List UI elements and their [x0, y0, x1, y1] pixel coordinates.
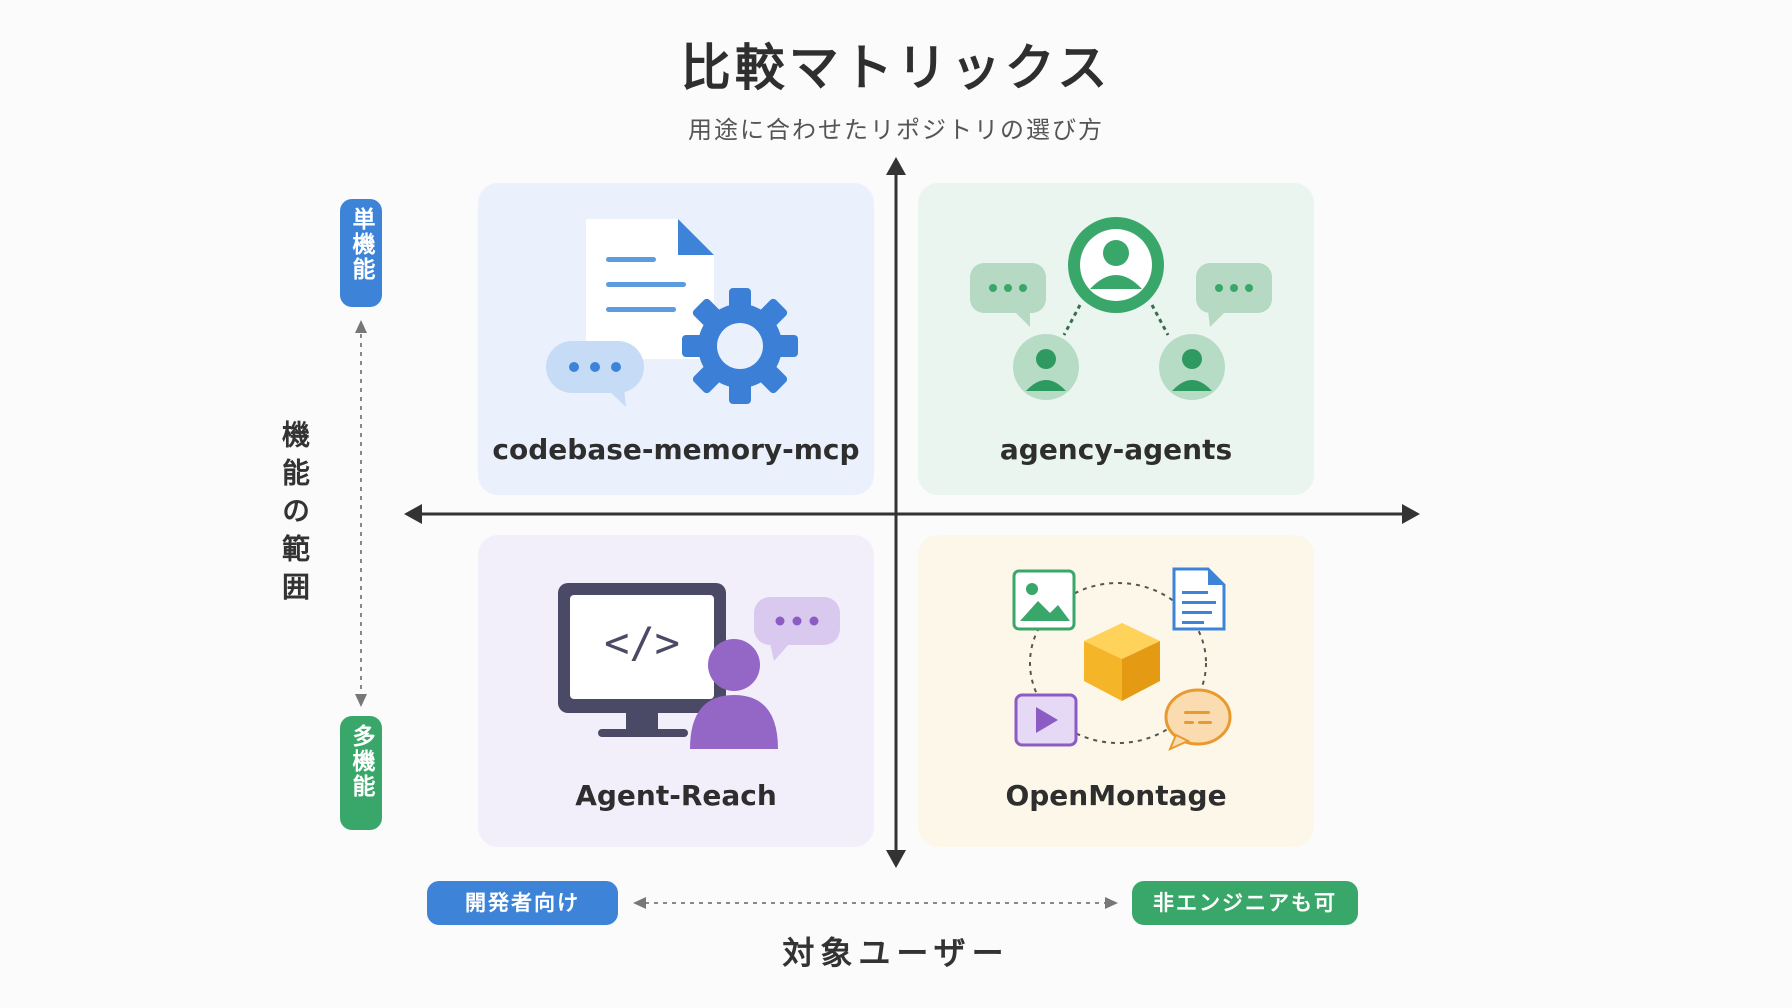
horizontal-scale-arrow-right [1105, 897, 1118, 909]
codebase-memory-icon-group [546, 219, 798, 407]
vertical-scale-arrow-top [355, 320, 367, 333]
chat-bubble-icon [1164, 688, 1232, 751]
quadrant-label-codebase-memory-mcp: codebase-memory-mcp [492, 433, 860, 466]
agent-reach-icon-group: </> [558, 583, 840, 749]
video-icon [1014, 693, 1078, 747]
vertical-axis-label-text: 機能の範囲 [278, 420, 311, 610]
chat-bubble-icon [546, 341, 644, 407]
monitor-code-icon: </> [558, 583, 726, 737]
cube-icon [1084, 623, 1160, 701]
openmontage-icon-group [1012, 567, 1232, 751]
quadrant-label-agency-agents: agency-agents [999, 433, 1233, 466]
non-engineer-pill: 非エンジニアも可 [1132, 881, 1358, 925]
horizontal-scale-arrow-left [633, 897, 646, 909]
user-icon [690, 639, 778, 749]
quadrant-agent-reach: </> Agent-Reach [478, 535, 874, 847]
single-function-pill: 単機能 [340, 199, 382, 307]
chat-bubble-icon-left [970, 263, 1046, 327]
page-subtitle: 用途に合わせたリポジトリの選び方 [688, 116, 1104, 144]
document-icon [1172, 567, 1226, 631]
vertical-axis-label: 機能の範囲 [274, 420, 314, 620]
developer-pill: 開発者向け [427, 881, 618, 925]
horizontal-axis-label: 対象ユーザー [782, 934, 1010, 972]
document-icon [586, 219, 714, 359]
gear-icon [682, 288, 798, 404]
orbit-ring [1029, 582, 1207, 744]
horizontal-axis-arrow-right [1402, 504, 1420, 524]
quadrant-agency-agents: agency-agents [918, 183, 1314, 495]
page-title: 比較マトリックス [680, 39, 1112, 97]
multi-function-pill: 多機能 [340, 716, 382, 830]
image-icon [1012, 569, 1076, 631]
single-function-pill-text: 単機能 [348, 207, 374, 282]
vertical-scale-arrow-bottom [355, 694, 367, 707]
quadrant-openmontage: OpenMontage [918, 535, 1314, 847]
chat-bubble-icon-right [1196, 263, 1272, 327]
quadrant-label-openmontage: OpenMontage [1005, 779, 1227, 812]
agency-agents-icon-group [970, 217, 1272, 400]
quadrant-codebase-memory-mcp: codebase-memory-mcp [478, 183, 874, 495]
horizontal-axis-arrow-left [404, 504, 422, 524]
chat-bubble-icon [754, 597, 840, 661]
vertical-axis-arrow-bottom [886, 850, 906, 868]
multi-function-pill-text: 多機能 [348, 724, 374, 799]
code-symbol-text: </> [604, 618, 680, 667]
user-network-icon [1013, 217, 1225, 400]
quadrant-label-agent-reach: Agent-Reach [575, 779, 777, 812]
vertical-axis-arrow-top [886, 157, 906, 175]
